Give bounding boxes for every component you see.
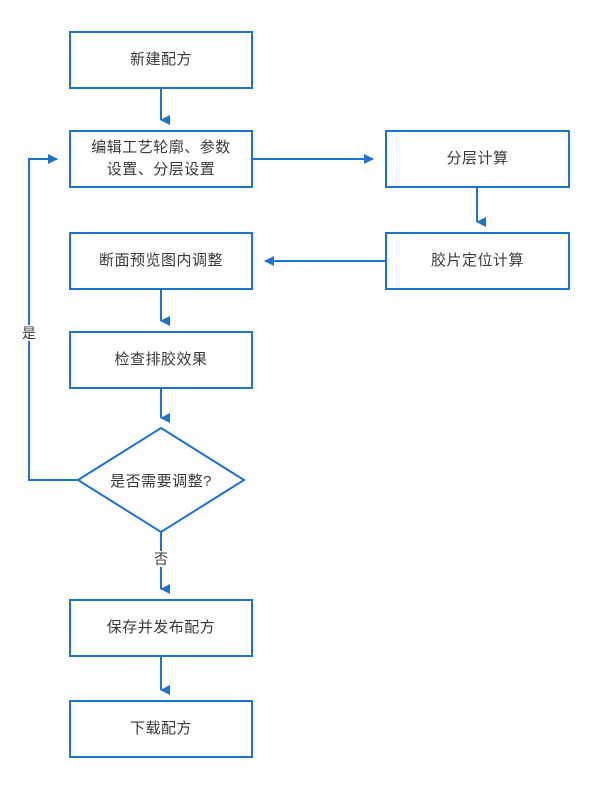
node-check-degumming-label: 检查排胶效果 [114,351,208,369]
node-new-recipe-label: 新建配方 [129,51,192,69]
node-section-preview-adjust[interactable]: 断面预览图内调整 [69,232,253,290]
edge-label-yes: 是 [21,325,38,341]
node-edit-process[interactable]: 编辑工艺轮廓、参数 设置、分层设置 [69,130,253,188]
node-new-recipe[interactable]: 新建配方 [69,31,253,89]
node-save-and-publish[interactable]: 保存并发布配方 [69,599,253,657]
edge-label-no: 否 [153,551,170,567]
node-section-preview-adjust-label: 断面预览图内调整 [98,252,223,270]
connector-decision-yes-loop [28,154,78,481]
node-download-recipe[interactable]: 下载配方 [69,700,253,758]
node-edit-process-label: 编辑工艺轮廓、参数 设置、分层设置 [91,139,231,178]
node-check-degumming[interactable]: 检查排胶效果 [69,331,253,389]
node-download-recipe-label: 下载配方 [129,720,192,738]
node-film-locate-calculation[interactable]: 胶片定位计算 [385,232,570,290]
node-layer-calculation[interactable]: 分层计算 [385,130,570,188]
node-save-and-publish-label: 保存并发布配方 [106,619,216,637]
node-layer-calculation-label: 分层计算 [446,150,509,168]
decision-diamond-shape [76,426,246,534]
node-film-locate-calculation-label: 胶片定位计算 [430,252,524,270]
